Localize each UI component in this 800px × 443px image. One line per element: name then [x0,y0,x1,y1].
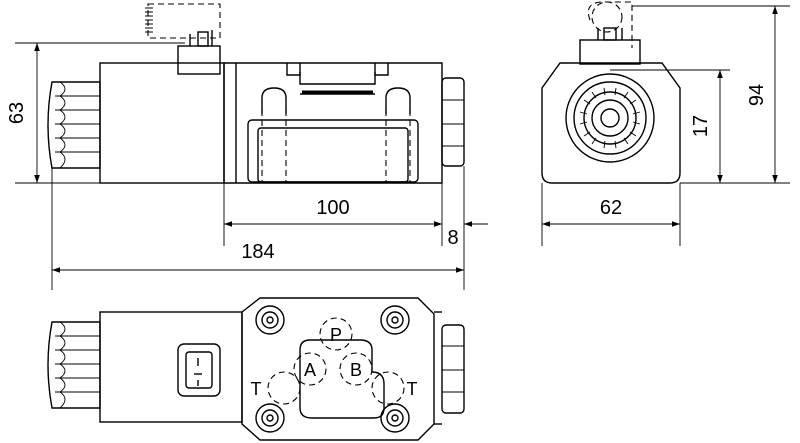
end-cap-nut [441,77,465,167]
dim-length-body: 100 [316,197,349,219]
manual-override-knob [47,81,101,169]
port-b-circle [339,352,373,386]
port-a-circle [293,352,327,386]
port-p-circle [319,317,353,351]
port-t-right-label: T [407,379,418,399]
dim-height-end: 94 [746,84,768,106]
end-view: 94 17 62 [541,1,790,246]
dim-length-total: 184 [241,241,274,263]
dim-height-side: 63 [6,102,28,124]
end-view-body [541,62,681,184]
top-view-nut [441,324,465,414]
port-t-left-circle [267,371,301,405]
top-view-knob [47,321,101,409]
dim-length-cap: 8 [447,227,458,249]
port-b-label: B [350,360,362,380]
override-knob-face [565,73,655,163]
end-view-connector [579,39,641,65]
coil-connector [145,3,221,75]
top-view-plug [177,343,221,397]
port-p-label: P [330,325,342,345]
mounting-bolts [255,305,410,433]
top-view: P A B T T [47,297,465,441]
dim-center-height: 17 [690,115,712,137]
solenoid-coil [99,62,225,184]
side-view: 63 100 8 184 [6,3,488,290]
valve-body [223,62,443,184]
port-t-left-label: T [251,379,262,399]
port-t-right-circle [371,371,405,405]
port-a-label: A [304,360,316,380]
port-cavity [299,339,385,419]
dim-width-end: 62 [600,197,622,219]
